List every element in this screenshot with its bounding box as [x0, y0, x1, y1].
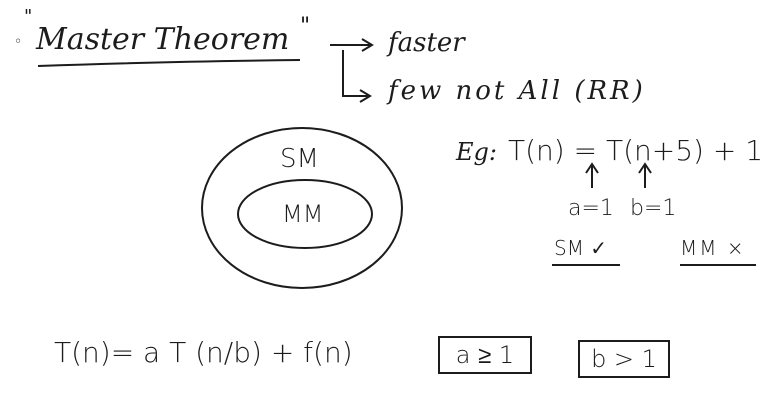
page-title: Master Theorem: [36, 22, 290, 57]
arrow-a: [585, 162, 599, 188]
condition-a: a ≥ 1: [455, 340, 515, 369]
condition-b-box: b > 1: [578, 340, 670, 378]
title-underline: [37, 59, 301, 67]
sm-ellipse: [201, 127, 403, 289]
arrow-few: [342, 50, 368, 97]
a-value: a=1: [568, 196, 614, 221]
example-equation: T(n) = T(n+5) + 1: [508, 134, 764, 167]
arrow-b: [638, 162, 652, 188]
master-formula: T(n)= a T (n/b) + f(n): [54, 336, 353, 369]
mm-label: MM: [282, 200, 324, 228]
branch-faster: faster: [388, 28, 465, 58]
close-quote: ": [300, 14, 311, 39]
b-value: b=1: [630, 196, 677, 221]
example-prefix: Eg:: [456, 138, 497, 166]
sm-result: SM ✓: [554, 236, 608, 260]
mm-ellipse: [237, 179, 373, 249]
mm-result: MM ×: [680, 236, 746, 260]
bullet-icon: ◦: [14, 34, 23, 50]
branch-few: few not All (RR): [388, 76, 646, 106]
sm-label: SM: [280, 144, 319, 174]
open-quote: ": [24, 6, 33, 27]
condition-b: b > 1: [591, 345, 657, 373]
condition-a-box: a ≥ 1: [438, 336, 532, 374]
